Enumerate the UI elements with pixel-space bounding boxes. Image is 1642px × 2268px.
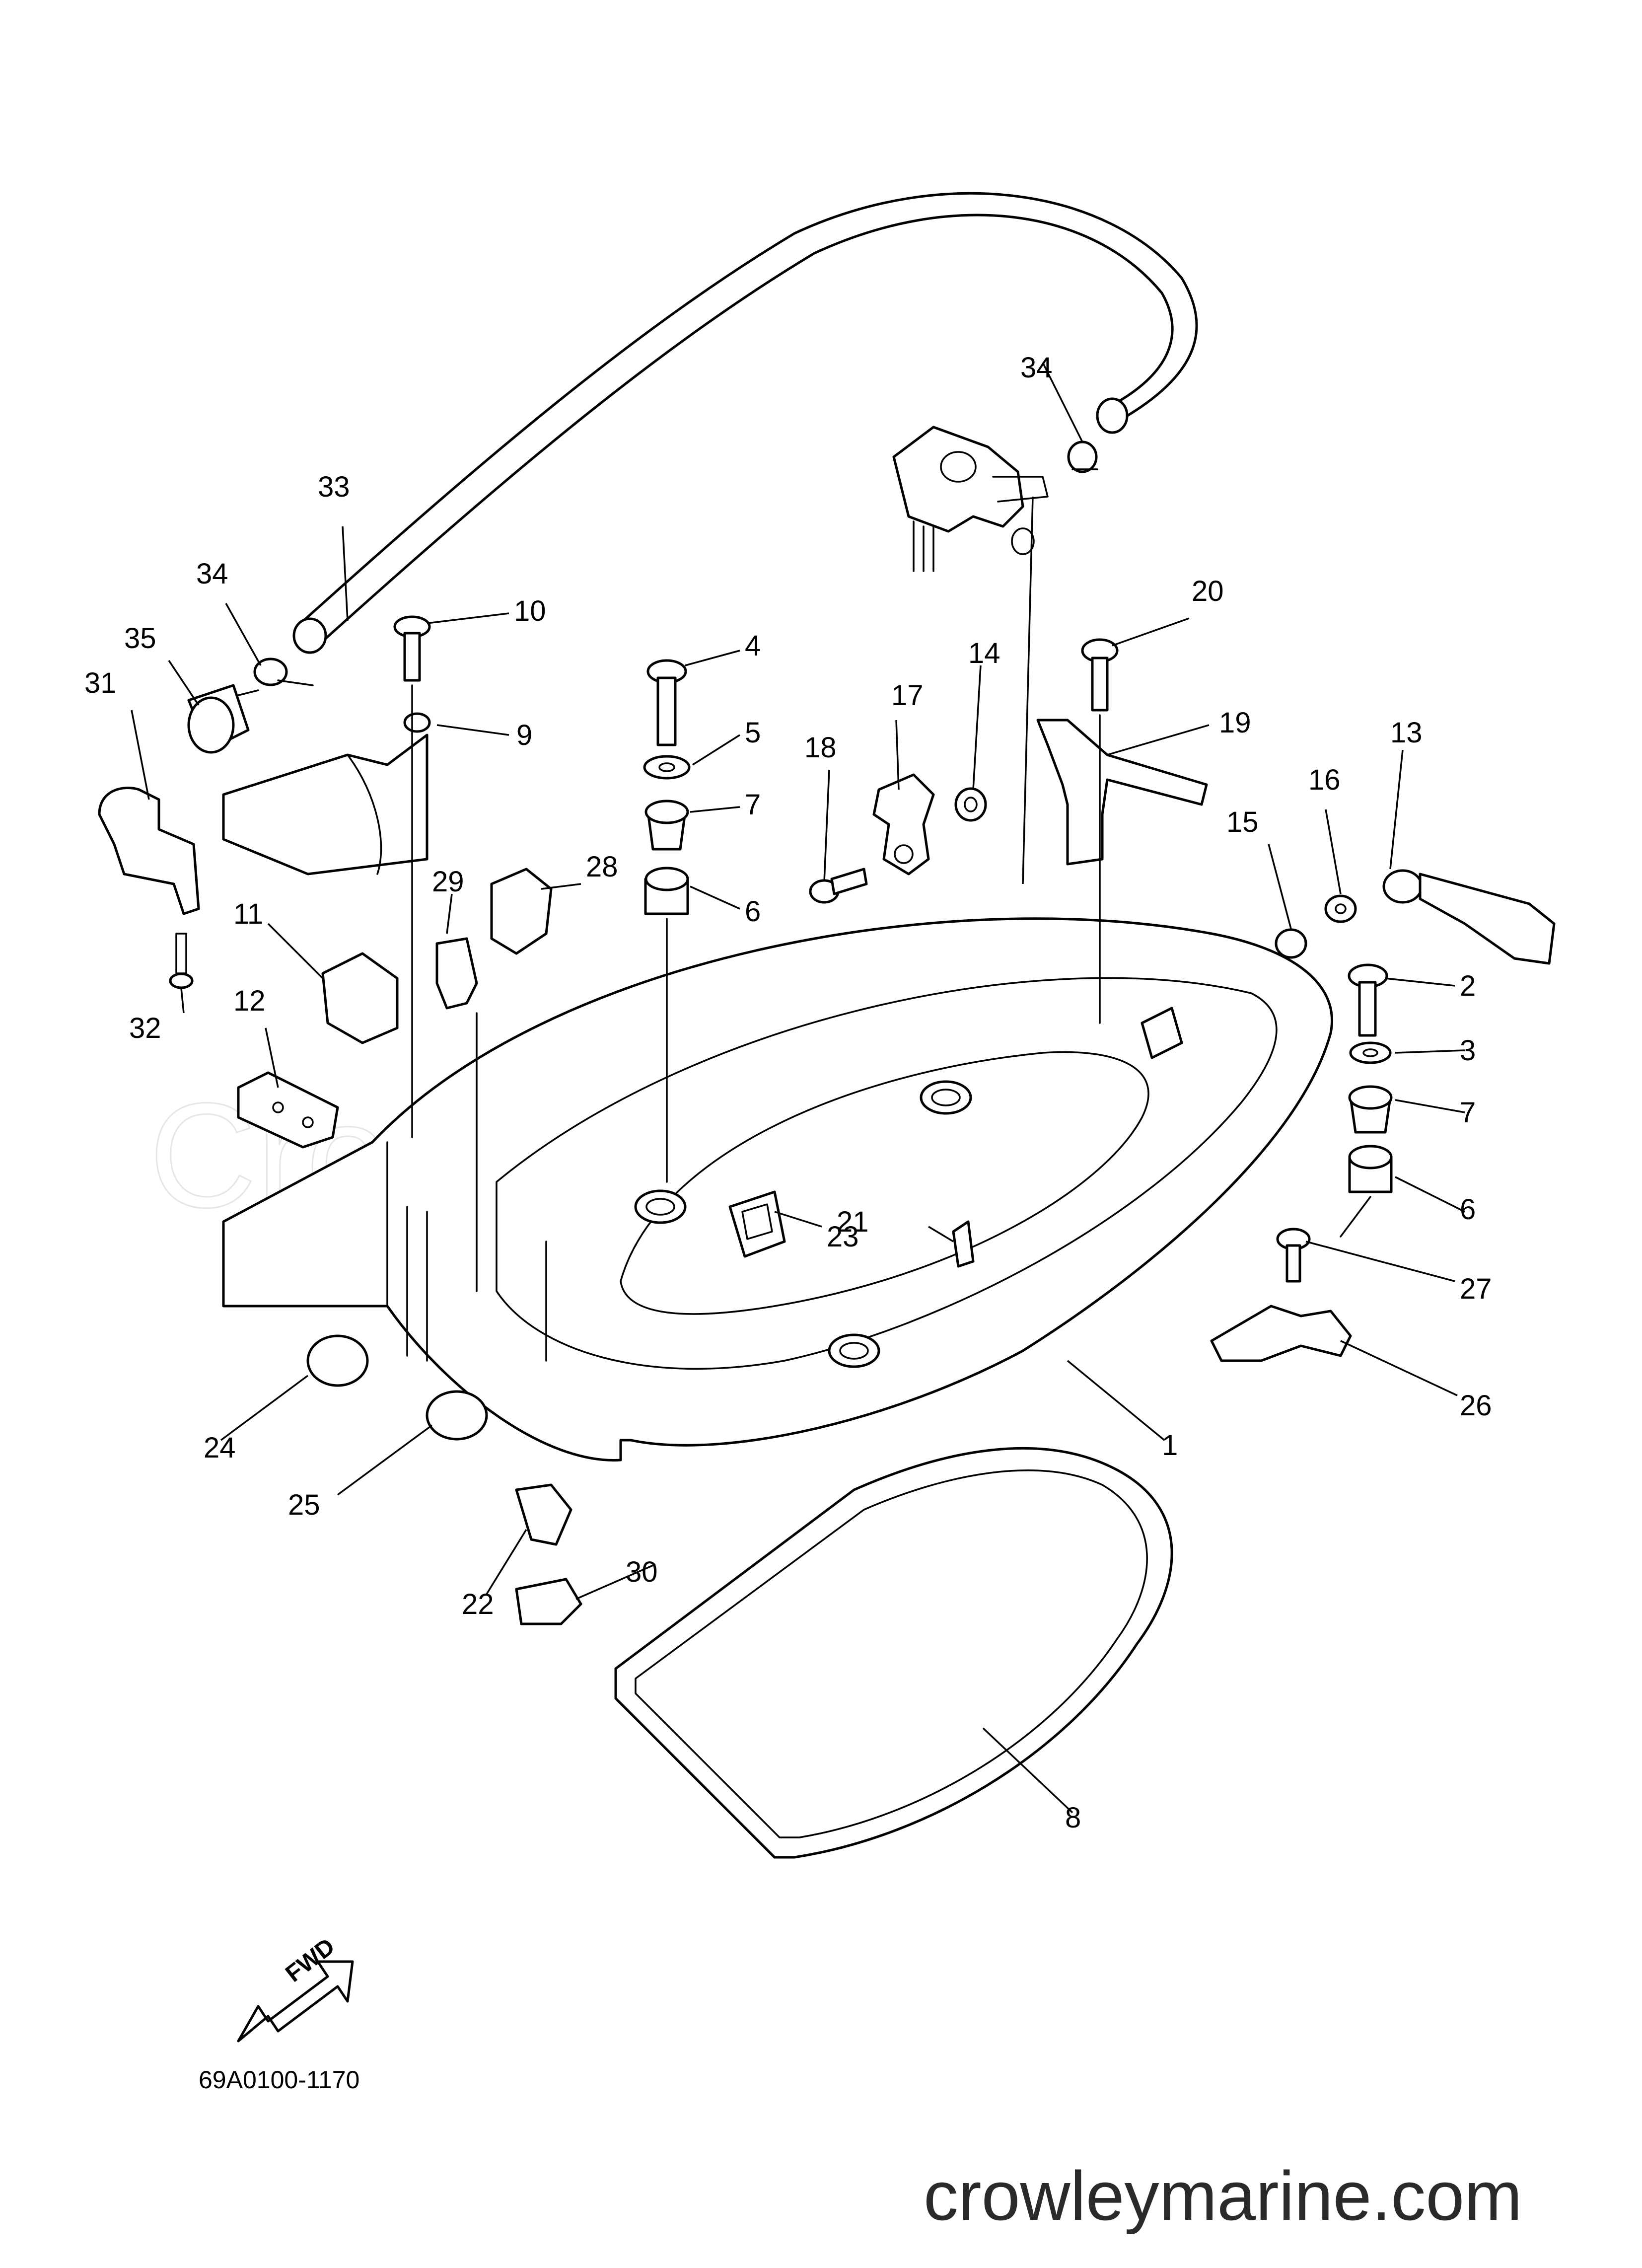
label-34-right: 34 — [1020, 352, 1053, 384]
label-1: 1 — [1162, 1429, 1178, 1462]
carburetor-fragment — [892, 426, 1049, 572]
label-27: 27 — [1460, 1273, 1492, 1305]
fitting-21 — [952, 1220, 975, 1268]
bolt-20 — [1081, 638, 1119, 712]
label-26: 26 — [1460, 1390, 1492, 1422]
lever-13 — [1382, 869, 1556, 965]
label-6-left: 6 — [745, 895, 761, 928]
label-12: 12 — [233, 985, 266, 1017]
fwd-arrow-icon: FWD — [237, 1933, 354, 2043]
label-25: 25 — [288, 1489, 320, 1521]
label-16: 16 — [1308, 764, 1341, 796]
label-4: 4 — [745, 630, 761, 662]
label-7-right: 7 — [1460, 1097, 1476, 1129]
label-18: 18 — [804, 732, 837, 764]
label-10: 10 — [514, 595, 546, 627]
label-19: 19 — [1219, 707, 1251, 739]
plate-19 — [1036, 719, 1208, 866]
grommet-6-left — [644, 867, 689, 915]
drawing-code: 69A0100-1170 — [199, 2066, 359, 2094]
cover-bracket-9 — [222, 712, 431, 876]
part-labels: 1 2 3 4 5 6 6 7 7 8 9 10 11 12 13 14 15 … — [84, 352, 1492, 1834]
screw-32 — [169, 933, 194, 989]
clip-28 — [490, 868, 553, 955]
label-9: 9 — [516, 719, 532, 751]
hose-clamp-left — [253, 658, 314, 686]
plug-23 — [728, 1190, 786, 1258]
label-13: 13 — [1390, 717, 1423, 749]
washer-3 — [1349, 1041, 1392, 1064]
bracket-26 — [1210, 1305, 1352, 1362]
label-23: 23 — [827, 1221, 859, 1253]
lever-17 — [872, 773, 935, 876]
grommet-22 — [515, 1483, 572, 1546]
label-31: 31 — [84, 667, 117, 699]
label-30: 30 — [626, 1556, 658, 1588]
label-21: 21 — [837, 1206, 869, 1238]
collar-7-right — [1348, 1085, 1393, 1134]
label-6-right: 6 — [1460, 1193, 1476, 1226]
hose-bracket — [98, 787, 200, 915]
bolt-10 — [393, 615, 431, 682]
label-17: 17 — [891, 679, 924, 712]
clip-11 — [321, 952, 399, 1044]
label-24: 24 — [204, 1432, 236, 1464]
label-32: 32 — [129, 1012, 161, 1044]
label-20: 20 — [1192, 575, 1224, 607]
hose-fitting — [187, 684, 259, 754]
label-15: 15 — [1226, 806, 1259, 838]
grommet-30 — [515, 1578, 582, 1625]
label-29: 29 — [432, 866, 464, 898]
bolt-4 — [646, 659, 687, 746]
washer-5 — [643, 755, 691, 780]
gasket-8 — [614, 1447, 1173, 1859]
label-2: 2 — [1460, 970, 1476, 1002]
screw-27 — [1276, 1228, 1311, 1283]
grommet-6-right — [1348, 1145, 1393, 1193]
label-28: 28 — [586, 851, 618, 883]
hose-clamp-upper — [1067, 440, 1098, 473]
label-7-left: 7 — [745, 789, 761, 821]
label-22: 22 — [462, 1588, 494, 1620]
label-3: 3 — [1460, 1034, 1476, 1067]
label-34-left: 34 — [196, 558, 228, 590]
collar-7-left — [644, 800, 689, 851]
screw-18 — [809, 868, 868, 904]
grommet-15 — [1275, 928, 1307, 959]
label-35: 35 — [124, 622, 156, 655]
leader-lines — [131, 362, 1465, 1814]
grommet-25 — [426, 1390, 488, 1441]
label-11: 11 — [233, 898, 263, 930]
fuel-hose — [292, 192, 1198, 654]
bolt-2 — [1348, 963, 1388, 1037]
grommet-24 — [306, 1334, 369, 1387]
website-text: crowleymarine.com — [924, 2157, 1522, 2235]
plate-12 — [237, 1071, 339, 1149]
washer-16 — [1324, 894, 1357, 923]
label-5: 5 — [745, 717, 761, 749]
label-14: 14 — [968, 637, 1000, 669]
bushing-14 — [954, 787, 987, 822]
bottom-cowling — [222, 917, 1333, 1462]
label-33: 33 — [318, 471, 350, 503]
label-8: 8 — [1065, 1802, 1081, 1834]
clip-29 — [435, 937, 478, 1010]
